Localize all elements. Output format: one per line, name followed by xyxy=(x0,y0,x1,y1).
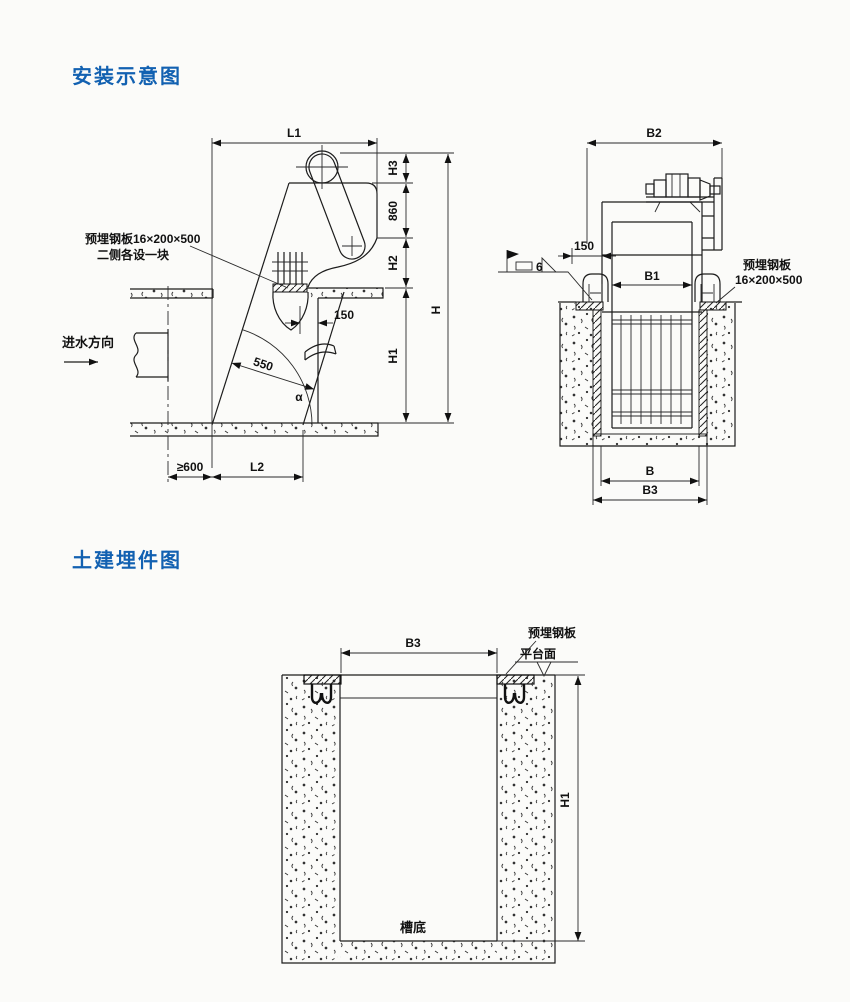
front-view-diagram: B2 xyxy=(498,126,803,505)
svg-text:B2: B2 xyxy=(646,126,662,140)
dim-b1: B1 xyxy=(611,269,693,289)
platform-label: 平台面 xyxy=(520,646,556,661)
svg-text:α: α xyxy=(295,390,303,404)
side-plate-spec: 预埋钢板16×200×500 xyxy=(85,231,201,246)
dim-h1-embed: H1 xyxy=(497,675,585,942)
svg-text:150: 150 xyxy=(334,308,354,322)
embedment-title: 土建埋件图 xyxy=(72,550,182,572)
dim-b2: B2 xyxy=(586,126,723,244)
screen-frame xyxy=(601,177,723,313)
dim-bottom-side: ≥600 L2 xyxy=(167,430,304,482)
weld-size: 6 xyxy=(536,260,543,274)
screen-body xyxy=(211,182,378,426)
svg-text:H1: H1 xyxy=(558,792,572,808)
svg-text:≥600: ≥600 xyxy=(177,460,204,474)
side-plate-leader xyxy=(189,245,289,289)
front-plate-label: 预埋钢板 xyxy=(743,257,792,272)
front-channel xyxy=(559,303,736,447)
inflow-direction-label: 进水方向 xyxy=(62,335,114,350)
svg-text:H1: H1 xyxy=(386,348,400,364)
front-plate-spec: 16×200×500 xyxy=(735,273,803,287)
dim-height-chain: H3 860 H2 H1 H xyxy=(340,152,454,423)
weld-symbol: 6 xyxy=(498,250,593,301)
rake-comb xyxy=(272,252,308,284)
svg-text:H: H xyxy=(429,306,443,315)
svg-text:B3: B3 xyxy=(405,636,421,650)
svg-text:B: B xyxy=(646,464,655,478)
svg-text:B3: B3 xyxy=(642,483,658,497)
dim-b3-embed: B3 xyxy=(340,636,498,673)
embed-plate-label: 预埋钢板 xyxy=(528,625,577,640)
svg-text:B1: B1 xyxy=(644,269,660,283)
drive-head xyxy=(296,145,366,260)
embed-concrete xyxy=(281,674,585,964)
svg-text:L1: L1 xyxy=(287,126,301,140)
svg-text:L2: L2 xyxy=(250,460,264,474)
dim-150-front: 150 xyxy=(558,239,616,264)
svg-text:860: 860 xyxy=(386,201,400,221)
dim-l1: L1 xyxy=(211,126,378,468)
drive-unit xyxy=(645,173,721,213)
embed-plates xyxy=(303,674,535,704)
svg-text:550: 550 xyxy=(252,354,276,374)
side-plate-note: 二侧各设一块 xyxy=(97,247,170,262)
front-plate-leader xyxy=(715,286,736,304)
svg-text:H3: H3 xyxy=(386,160,400,176)
bar-screen-grid xyxy=(611,312,693,429)
dim-550: 550 xyxy=(231,354,315,390)
channel-bottom-label: 槽底 xyxy=(400,920,426,935)
dim-alpha: α xyxy=(242,329,313,426)
dim-150-side: 150 xyxy=(285,306,354,334)
installation-title: 安装示意图 xyxy=(72,66,182,88)
embedment-diagram: B3 预埋钢板 平台面 H1 槽底 xyxy=(281,625,585,964)
dim-b-b3: B B3 xyxy=(592,446,708,505)
side-view-diagram: 进水方向 预埋钢板16×200×500 二侧各设一块 L1 H3 xyxy=(62,126,454,482)
inflow-pipe xyxy=(133,286,169,482)
svg-text:150: 150 xyxy=(574,239,594,253)
side-concrete xyxy=(130,287,454,437)
platform-elevation-mark xyxy=(515,661,578,678)
svg-text:H2: H2 xyxy=(386,255,400,271)
embed-plate-leader xyxy=(505,640,537,675)
